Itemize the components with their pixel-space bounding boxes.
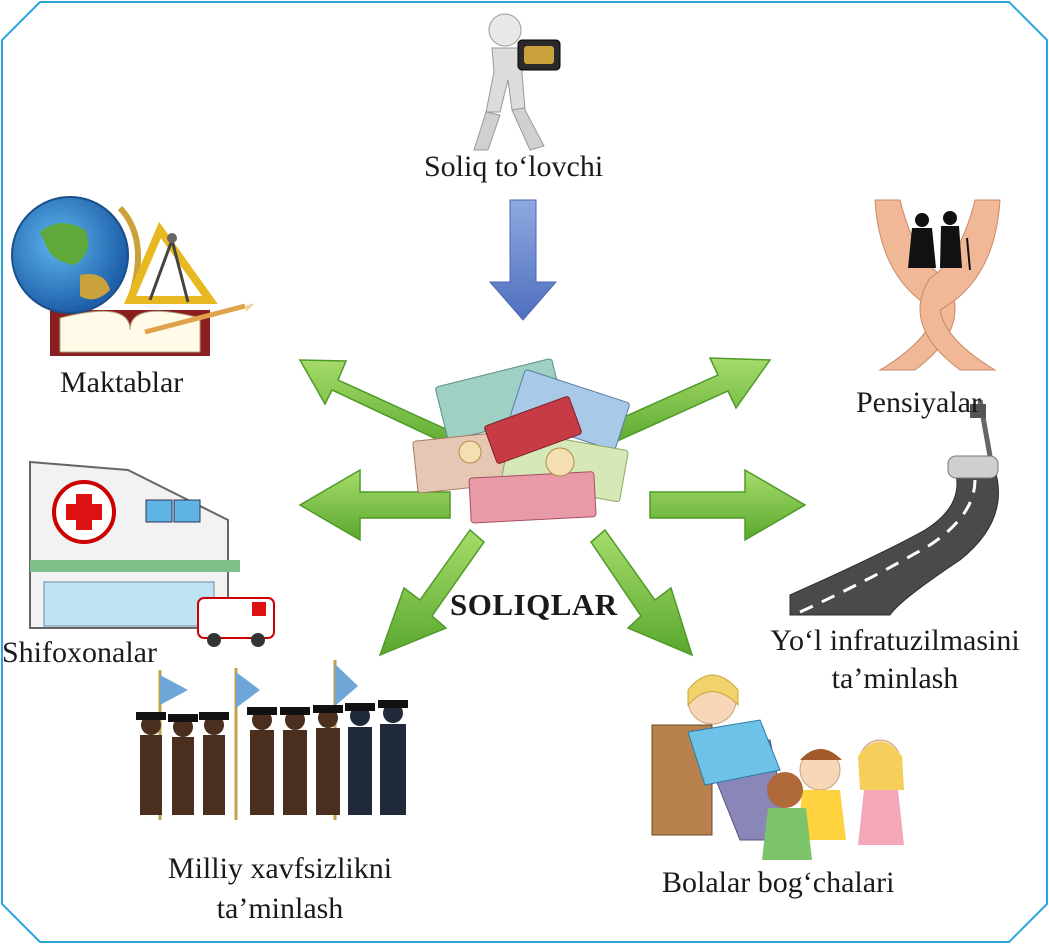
green-arrows [298, 357, 807, 657]
arrow-left-icon [298, 468, 451, 542]
down-arrow-icon [488, 199, 558, 321]
globe-book-compass-icon [11, 196, 255, 356]
arrow-down-right-icon [590, 528, 694, 657]
pensions-label: Pensiyalar [856, 386, 981, 419]
hospitals-label: Shifoxonalar [2, 636, 157, 669]
hospital-ambulance-icon [29, 460, 275, 647]
source-label: Soliq to‘lovchi [424, 150, 604, 183]
taxpayer-carrying-gold-icon [473, 13, 561, 151]
arrow-up-right-icon [593, 357, 772, 448]
security-label-line2: ta’minlash [216, 892, 344, 925]
center-title: SOLIQLAR [450, 587, 618, 622]
security-label-line1: Milliy xavfsizlikni [167, 852, 393, 885]
arrow-down-left-icon [378, 528, 486, 657]
roads-label-line1: Yo‘l infratuzilmasini [770, 624, 1020, 657]
honor-guard-soldiers-icon [136, 660, 408, 820]
money-pile-icon [412, 358, 630, 524]
road-paint-roller-icon [789, 399, 999, 616]
teacher-children-icon [651, 674, 904, 860]
kindergartens-label: Bolalar bog‘chalari [662, 866, 895, 899]
roads-label-line2: ta’minlash [831, 662, 959, 695]
schools-label: Maktablar [60, 366, 184, 399]
hands-elderly-couple-icon [874, 199, 1001, 371]
arrow-right-icon [649, 468, 807, 542]
